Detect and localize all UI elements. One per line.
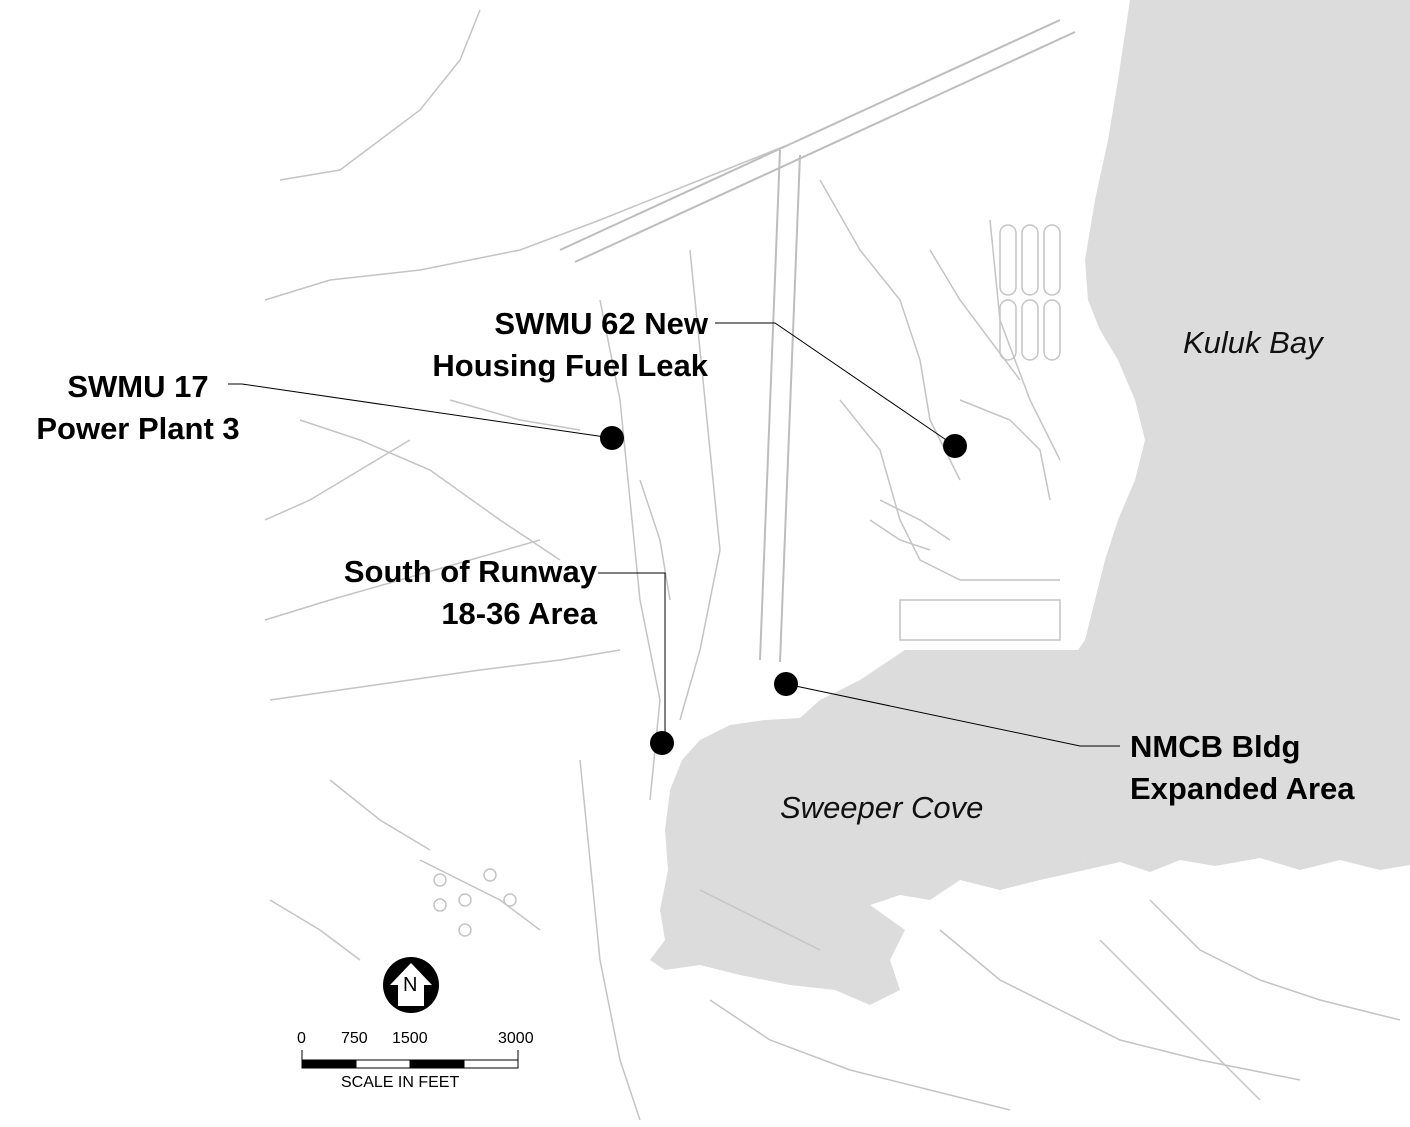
north-arrow-letter: N (403, 974, 418, 996)
label-south-runway-line2: 18-36 Area (441, 596, 597, 631)
scale-bar-graphic (301, 1050, 519, 1069)
marker-nmcb (774, 672, 798, 696)
scale-tick-0: 0 (297, 1030, 306, 1047)
leader-lines (228, 322, 1120, 747)
scale-tick-750: 750 (341, 1030, 368, 1047)
label-south-runway-line1: South of Runway (343, 554, 597, 589)
scale-tick-3000: 3000 (498, 1030, 534, 1047)
label-nmcb-line1: NMCB Bldg (1130, 729, 1301, 764)
north-arrow-icon (383, 957, 439, 1013)
marker-swmu17 (600, 426, 624, 450)
label-nmcb-line2: Expanded Area (1130, 771, 1355, 806)
housing-area (869, 224, 1061, 551)
label-south-runway: South of Runway 18-36 Area (300, 551, 597, 635)
sweeper-cove-label: Sweeper Cove (780, 790, 984, 825)
label-swmu17: SWMU 17 Power Plant 3 (18, 366, 258, 450)
kuluk-bay-label: Kuluk Bay (1183, 325, 1323, 360)
scale-caption: SCALE IN FEET (341, 1074, 460, 1091)
label-swmu62: SWMU 62 New Housing Fuel Leak (390, 303, 708, 387)
label-swmu17-line1: SWMU 17 (67, 369, 209, 404)
marker-swmu62 (943, 434, 967, 458)
leader-nmcb (785, 683, 1120, 747)
circular-features (433, 868, 517, 937)
leader-south-runway (598, 572, 666, 743)
marker-south-runway (650, 731, 674, 755)
label-swmu62-line2: Housing Fuel Leak (432, 348, 708, 383)
scale-tick-1500: 1500 (392, 1030, 428, 1047)
kuluk-bay-water (1078, 0, 1410, 872)
label-swmu17-line2: Power Plant 3 (36, 411, 240, 446)
site-markers (600, 426, 967, 755)
label-swmu62-line1: SWMU 62 New (494, 306, 708, 341)
leader-swmu17 (228, 383, 613, 439)
leader-swmu62 (715, 322, 956, 447)
label-nmcb: NMCB Bldg Expanded Area (1130, 726, 1355, 810)
runway-north (559, 19, 1076, 663)
sweeper-cove-water (650, 650, 1085, 1005)
